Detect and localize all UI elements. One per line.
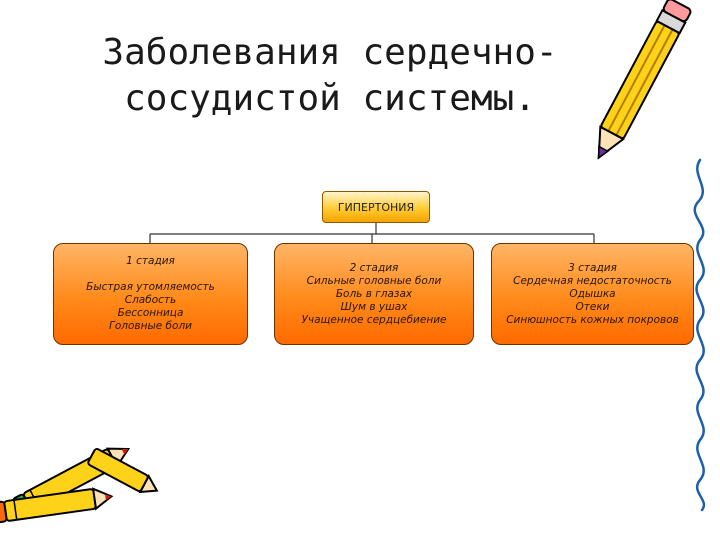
crayon-pencils-icon (0, 447, 159, 524)
connector-lines (149, 223, 595, 243)
stage-3-symptom: Синюшность кожных покровов (506, 313, 679, 326)
title-line-2: сосудистой системы. (124, 78, 536, 119)
stage-2-symptom: Шум в ушах (340, 300, 408, 313)
stage-2-symptom: Учащенное сердцебиение (301, 313, 447, 326)
root-node-hypertension: ГИПЕРТОНИЯ (322, 191, 430, 223)
stage-2-symptom: Боль в глазах (335, 287, 413, 300)
stage-1-symptom: Головные боли (109, 320, 192, 332)
stage-2-heading: 2 стадия (349, 261, 399, 274)
stage-1-symptom: Быстрая утомляемость (86, 281, 215, 293)
stage-3-heading: 3 стадия (568, 261, 617, 274)
title-line-1: Заболевания сердечно- (102, 32, 558, 73)
stage-2-symptom: Сильные головные боли (306, 274, 442, 287)
stage-2-box: 2 стадия Сильные головные боли Боль в гл… (274, 243, 474, 345)
squiggle-line-icon (693, 158, 706, 512)
stage-1-heading: 1 стадия (126, 255, 175, 267)
stage-3-symptom: Отеки (575, 300, 610, 313)
stage-1-symptom: Бессонница (117, 307, 184, 319)
stage-3-symptom: Сердечная недостаточность (513, 274, 672, 287)
stage-3-box: 3 стадия Сердечная недостаточность Одышк… (491, 243, 694, 345)
stage-1-symptom: Слабость (124, 294, 177, 306)
stage-3-symptom: Одышка (569, 287, 616, 300)
stage-1-box: 1 стадия Быстрая утомляемость Слабость Б… (53, 243, 248, 345)
page-title: Заболевания сердечно- сосудистой системы… (40, 30, 620, 122)
pencil-icon (597, 0, 692, 160)
